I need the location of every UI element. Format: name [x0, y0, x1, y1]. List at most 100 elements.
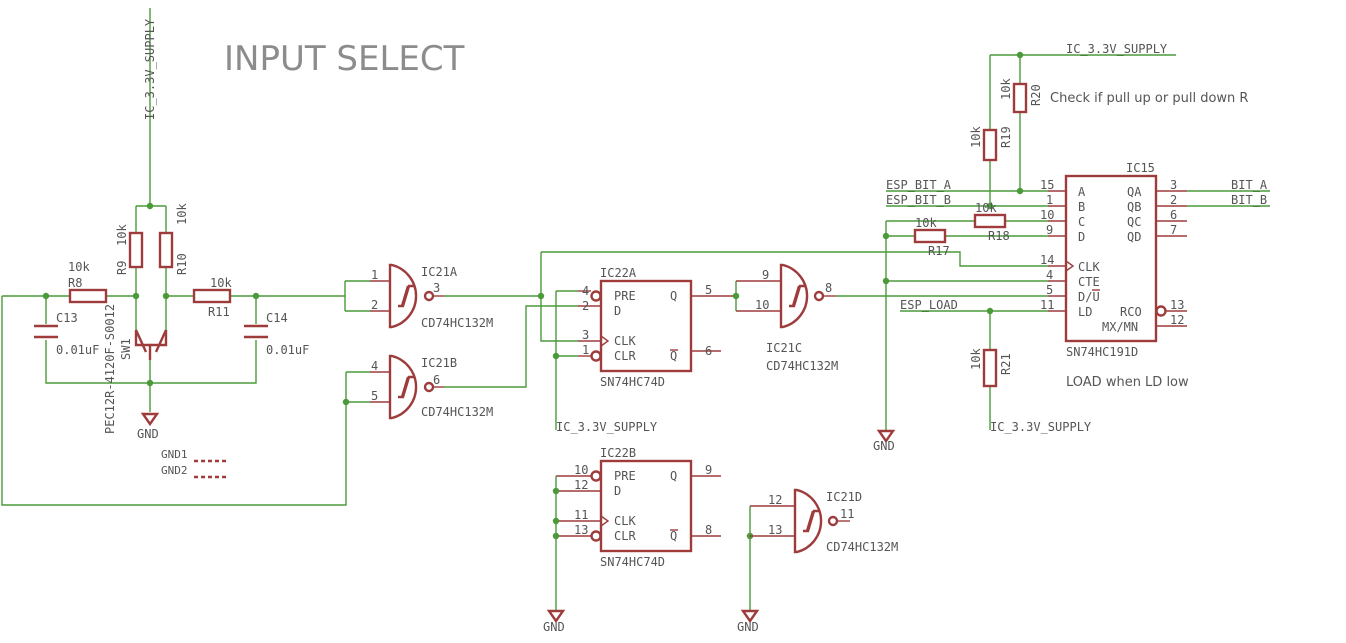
ic22a-name: IC22A [600, 266, 637, 280]
nand-gate-ic21c: 9 10 8 IC21C CD74HC132M [732, 263, 838, 373]
r21-name: R21 [999, 353, 1013, 375]
ic22a-pre-pin: 4 [582, 284, 589, 298]
sw1-part: PEC12R-4120F-S0012 [103, 304, 117, 434]
ic15-label-a: A [1078, 185, 1086, 199]
supply-label-ff: IC_3.3V_SUPPLY [556, 420, 658, 434]
resistor-r10: 10k R10 [158, 203, 189, 275]
r10-name: R10 [175, 253, 189, 275]
c13-name: C13 [56, 311, 78, 325]
ic22a-clr-pin: 1 [582, 343, 589, 357]
left-junctions [42, 202, 560, 406]
r9-value: 10k [115, 224, 129, 246]
load-note: LOAD when LD low [1066, 375, 1189, 390]
esp-bit-a-label: ESP_BIT_A [886, 178, 952, 192]
r20-value: 10k [999, 78, 1013, 100]
ic22b-name: IC22B [600, 446, 636, 460]
ic15-pin-b: 1 [1046, 193, 1053, 207]
ic21d-pin12: 12 [768, 493, 782, 507]
ic21b-pin5: 5 [371, 389, 378, 403]
ic15-pin-rco: 13 [1170, 298, 1184, 312]
resistor-r18: 10k R18 [973, 201, 1010, 243]
ic22a-q-pin: 5 [705, 283, 712, 297]
resistor-r20: 10k R20 [999, 78, 1043, 114]
counter-ic15: IC15 SN74HC191D 15 1 10 9 14 4 5 11 A B … [1040, 161, 1187, 359]
ic21c-part: CD74HC132M [766, 359, 838, 373]
ic22b-pre-label: PRE [614, 469, 636, 483]
ic15-label-du: D/U [1078, 290, 1100, 304]
ic21a-pin2: 2 [371, 298, 378, 312]
ic15-pin-qa: 3 [1170, 178, 1177, 192]
gnd-symbol-gate: GND [737, 609, 760, 634]
resistor-r17: 10k R17 [913, 216, 950, 258]
r10-value: 10k [175, 203, 189, 225]
ic15-pin-qd: 7 [1170, 223, 1177, 237]
ic22a-clk-pin: 3 [582, 328, 589, 342]
gnd1-label: GND1 [161, 448, 188, 461]
ic22b-pre-pin: 10 [574, 463, 588, 477]
ic15-label-rco: RCO [1120, 305, 1142, 319]
counter-wires [885, 54, 1270, 430]
ic15-pin-ld: 11 [1040, 298, 1054, 312]
ic15-label-qc: QC [1127, 215, 1141, 229]
c14-name: C14 [266, 311, 288, 325]
ic15-label-mxmn: MX/MN [1102, 320, 1138, 334]
ic22b-q-label: Q [670, 469, 677, 483]
ic21d-pin13: 13 [768, 523, 782, 537]
ic15-pin-d: 9 [1046, 223, 1053, 237]
ic15-pin-clk: 14 [1040, 253, 1054, 267]
ic22a-qn-label: Q [670, 349, 677, 363]
resistor-r9: 10k R9 [115, 224, 144, 275]
esp-bit-b-label: ESP_BIT_B [886, 193, 951, 207]
r8-value: 10k [68, 260, 90, 274]
ic22a-q-label: Q [670, 289, 677, 303]
gnd-label-right: GND [873, 439, 895, 453]
ic22a-d-label: D [614, 304, 621, 318]
nand-gate-ic21a: 1 2 3 IC21A CD74HC132M [370, 263, 493, 330]
ic15-pin-qb: 2 [1170, 193, 1177, 207]
ic15-label-clk: CLK [1078, 260, 1100, 274]
ic15-pin-du: 5 [1046, 283, 1053, 297]
ic22b-clk-label: CLK [614, 514, 636, 528]
gnd1-gnd2-labels: GND1 GND2 [161, 448, 228, 479]
ic15-label-qa: QA [1127, 185, 1142, 199]
ic22a-clr-label: CLR [614, 349, 636, 363]
r11-value: 10k [210, 276, 232, 290]
r18-name: R18 [988, 229, 1010, 243]
ic22a-clk-label: CLK [614, 334, 636, 348]
ic15-label-qb: QB [1127, 200, 1141, 214]
gnd-label-left: GND [137, 427, 159, 441]
ic21b-part: CD74HC132M [421, 405, 493, 419]
r17-value: 10k [915, 216, 937, 230]
flipflop-ic22b: 10 12 11 13 9 8 PRE D CLK CLR Q Q IC22B … [552, 446, 721, 610]
gnd-symbol-right: GND [873, 429, 896, 453]
ic21b-pin6: 6 [433, 373, 440, 387]
ic22b-qn-pin: 8 [705, 523, 712, 537]
ic15-label-d: D [1078, 230, 1085, 244]
ic22b-clk-pin: 11 [574, 508, 588, 522]
sw1-name: SW1 [119, 338, 133, 360]
ic22a-part: SN74HC74D [600, 375, 665, 389]
r19-name: R19 [999, 126, 1013, 148]
resistor-r19: 10k R19 [969, 126, 1013, 162]
ic22b-clr-label: CLR [614, 529, 636, 543]
r9-name: R9 [115, 261, 129, 275]
ic15-label-b: B [1078, 200, 1085, 214]
r11-name: R11 [208, 305, 230, 319]
ic21c-pin8: 8 [825, 281, 832, 295]
r19-value: 10k [969, 126, 983, 148]
resistor-r11: 10k R11 [192, 276, 232, 319]
ic21a-pin3: 3 [433, 281, 440, 295]
gnd-label-ff: GND [543, 620, 565, 634]
ic22b-d-pin: 12 [574, 478, 588, 492]
gnd2-label: GND2 [161, 464, 188, 477]
c13-value: 0.01uF [56, 343, 99, 357]
r21-value: 10k [969, 348, 983, 370]
resistor-r8: 10k R8 [68, 260, 108, 304]
ic15-pin-mxmn: 12 [1170, 313, 1184, 327]
gnd-label-gate: GND [737, 620, 759, 634]
ic21b-pin4: 4 [371, 359, 378, 373]
nand-gate-ic21d: 12 13 11 IC21D CD74HC132M [746, 488, 898, 610]
counter-junctions [882, 51, 1024, 315]
ic21c-pin10: 10 [755, 298, 769, 312]
